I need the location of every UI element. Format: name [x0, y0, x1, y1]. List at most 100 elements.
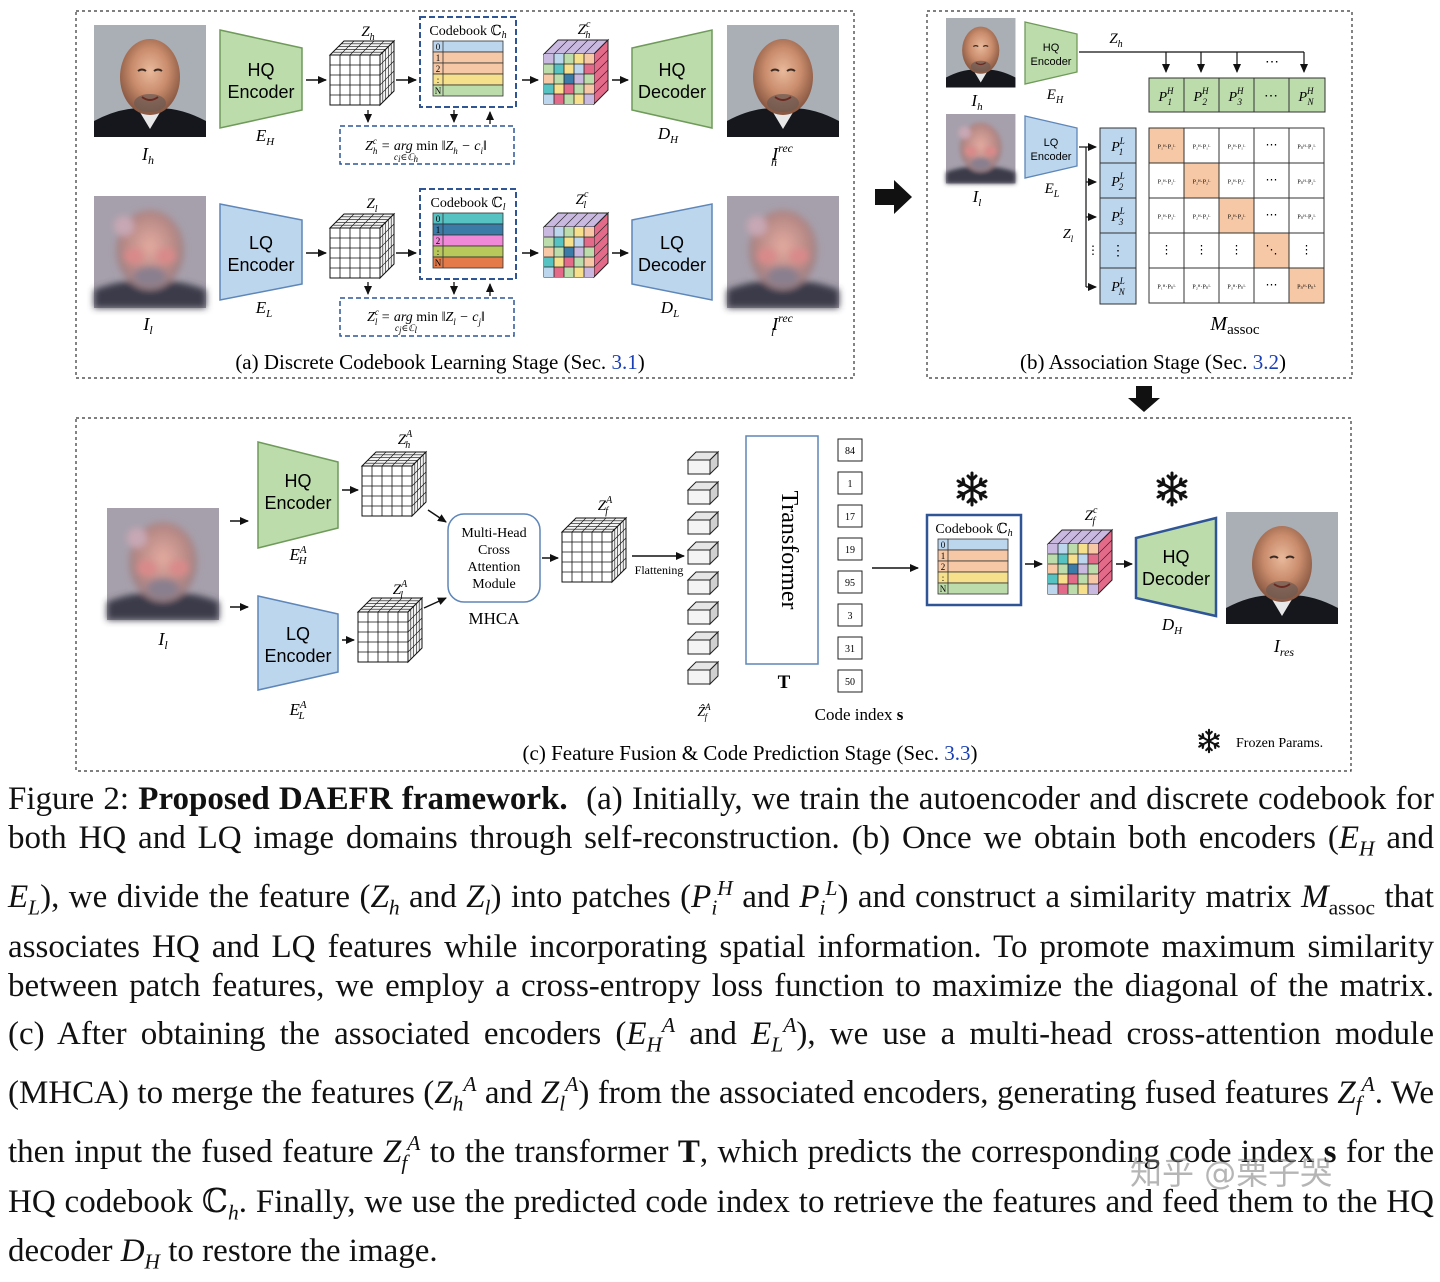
matrix-cell [1183, 267, 1220, 304]
matrix-cell [1288, 127, 1325, 164]
svg-text:1: 1 [436, 225, 441, 235]
code-index-value: 95 [845, 578, 855, 589]
label-dh-a: DH [657, 124, 679, 146]
arrow-b-to-c [1128, 386, 1160, 412]
codebook-ch-a-title: Codebook ℂh [429, 24, 506, 41]
quant-eq-l [339, 297, 515, 337]
quant-eq-h [339, 125, 515, 165]
token-block [686, 630, 720, 656]
matrix-cell-label: P₂ᴴ·Pₙᴸ [1192, 285, 1211, 291]
codebook-ch-a-rows: 0 1 2 : N [432, 40, 504, 97]
svg-text:Zl: Zl [1063, 227, 1074, 244]
svg-text:2: 2 [941, 562, 946, 572]
svg-text:N: N [435, 258, 442, 268]
code-index-box [837, 537, 863, 561]
matrix-cell [1288, 162, 1325, 199]
matrix-cell-label: P₂ᴴ·P₂ᴸ [1193, 180, 1211, 186]
svg-text:0: 0 [436, 214, 441, 224]
matrix-cell-label: Pₙᴴ·P₂ᴸ [1297, 180, 1316, 186]
token-block [686, 480, 720, 506]
token-block [686, 540, 720, 566]
matrix-cell-label: ⋯ [1266, 173, 1278, 187]
matrix-cell [1253, 197, 1290, 234]
svg-text:2: 2 [436, 64, 441, 74]
label-code-index: Code index s [815, 705, 904, 724]
matrix-cell-label: P₁ᴴ·P₃ᴸ [1158, 215, 1176, 221]
token-block [686, 510, 720, 536]
code-index-value: 84 [845, 446, 855, 457]
token-block [686, 570, 720, 596]
matrix-cell-label: ⋱ [1266, 243, 1278, 257]
codebook-cl-a-rows: 0 1 2 : N [432, 212, 504, 269]
code-index-value: 1 [848, 479, 853, 490]
svg-text:PLN: PLN [1110, 276, 1126, 297]
panel-c-title: (c) Feature Fusion & Code Prediction Sta… [523, 741, 978, 765]
svg-text:ZAh: ZAh [398, 429, 413, 451]
watermark: 知乎 @栗子哭 [1130, 1154, 1333, 1192]
svg-text:0: 0 [941, 540, 946, 550]
matrix-cell-label: ⋮ [1161, 243, 1173, 257]
svg-text:PL2: PL2 [1110, 171, 1125, 192]
hq-encoder-a [219, 29, 303, 129]
matrix-cell-label: P₃ᴴ·P₁ᴸ [1228, 145, 1246, 151]
svg-text:ẐAf: ẐAf [697, 702, 711, 722]
svg-text:PH1: PH1 [1157, 86, 1174, 107]
transformer-label: Transformer [776, 490, 802, 609]
svg-text:Codebook ℂl: Codebook ℂl [431, 196, 506, 213]
matrix-cell-label: ⋮ [1196, 243, 1208, 257]
svg-text:cj∈ℂl: cj∈ℂl [395, 323, 417, 335]
figure-caption: Figure 2: Proposed DAEFR framework. (a) … [8, 781, 1435, 1274]
svg-text:⋮: ⋮ [1111, 244, 1125, 259]
matrix-cell [1218, 127, 1255, 164]
svg-text:2: 2 [436, 236, 441, 246]
matrix-cell [1148, 267, 1185, 304]
matrix-cell-label: ⋯ [1266, 138, 1278, 152]
label-zh: Zh [361, 24, 374, 43]
svg-text:EL: EL [1044, 181, 1060, 200]
svg-text:Ih: Ih [970, 91, 983, 113]
token-block [686, 450, 720, 476]
panel-b-title: (b) Association Stage (Sec. 3.2) [1020, 350, 1286, 374]
code-index-value: 31 [845, 644, 855, 655]
svg-text:1: 1 [941, 551, 946, 561]
svg-text:Il: Il [157, 629, 168, 652]
matrix-cell-label: P₁ᴴ·P₁ᴸ [1158, 145, 1176, 151]
code-index-box [837, 603, 863, 627]
svg-text:Codebook ℂh: Codebook ℂh [935, 522, 1012, 539]
label-massoc: Massoc [1209, 313, 1260, 338]
svg-text:Il: Il [142, 314, 153, 337]
svg-text:PH3: PH3 [1227, 86, 1244, 107]
code-index-box [837, 570, 863, 594]
token-block [686, 660, 720, 686]
code-index-value: 17 [845, 512, 855, 523]
code-index-box [837, 669, 863, 693]
code-index-box [837, 471, 863, 495]
svg-text:⋮: ⋮ [1087, 243, 1099, 257]
svg-text:0: 0 [436, 42, 441, 52]
svg-text:PL3: PL3 [1110, 206, 1125, 227]
label-ih: Ih [141, 144, 154, 167]
arrow-a-to-b [875, 180, 912, 214]
svg-text:PHN: PHN [1297, 86, 1314, 107]
svg-text:Zcf: Zcf [1085, 505, 1098, 527]
svg-text:⋯: ⋯ [1264, 89, 1278, 104]
frozen-params-label: Frozen Params. [1236, 736, 1323, 751]
hq-encoder-c [257, 441, 339, 549]
svg-text:PL1: PL1 [1110, 136, 1125, 157]
svg-text:Zch = arg min ‖Zh − ci‖: Zch = arg min ‖Zh − ci‖ [365, 136, 487, 156]
flattened-tokens [686, 450, 720, 686]
svg-text::: : [437, 247, 440, 257]
svg-text:PH2: PH2 [1192, 86, 1209, 107]
